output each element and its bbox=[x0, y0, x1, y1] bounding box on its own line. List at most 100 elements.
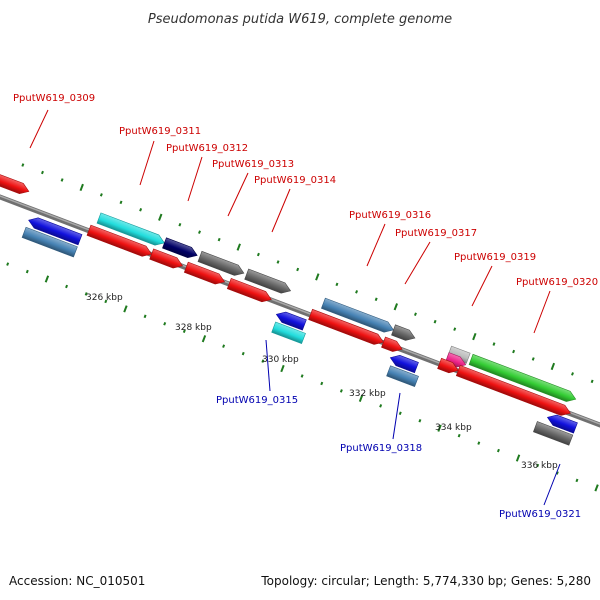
gene-label[interactable]: PputW619_0311 bbox=[119, 126, 201, 137]
tick-mark-upper bbox=[79, 183, 84, 192]
gene-feature bbox=[86, 224, 153, 257]
gene-label[interactable]: PputW619_0317 bbox=[395, 228, 477, 239]
gene-arrow bbox=[468, 353, 577, 402]
gene-label-leader bbox=[227, 172, 249, 217]
gene-feature bbox=[96, 212, 165, 246]
gene-feature bbox=[0, 173, 30, 194]
gene-arrow bbox=[437, 357, 459, 374]
gene-label[interactable]: PputW619_0318 bbox=[340, 443, 422, 454]
gene-label[interactable]: PputW619_0316 bbox=[349, 210, 431, 221]
gene-label[interactable]: PputW619_0321 bbox=[499, 509, 581, 520]
tick-mark-upper bbox=[453, 327, 457, 331]
tick-mark-lower bbox=[65, 284, 69, 289]
tick-mark-lower bbox=[437, 424, 442, 432]
tick-mark-lower bbox=[280, 364, 285, 373]
gene-arrow bbox=[96, 212, 165, 246]
tick-mark-upper bbox=[433, 319, 437, 324]
gene-arrow bbox=[389, 355, 419, 374]
gene-arrow bbox=[275, 311, 307, 331]
gene-label[interactable]: PputW619_0309 bbox=[13, 93, 95, 104]
tick-mark-lower bbox=[300, 374, 304, 378]
gene-label-leader bbox=[265, 339, 271, 392]
gene-labels: PputW619_0309PputW619_0311PputW619_0312P… bbox=[13, 93, 598, 520]
tick-mark-lower bbox=[575, 478, 579, 483]
tick-mark-lower bbox=[143, 314, 147, 319]
tick-mark-upper bbox=[99, 193, 103, 197]
tick-mark-lower bbox=[182, 329, 186, 333]
gene-arrow bbox=[308, 308, 384, 345]
gene-arrow bbox=[321, 297, 394, 333]
tick-mark-lower bbox=[25, 269, 29, 274]
gene-feature bbox=[391, 324, 416, 341]
gene-feature bbox=[546, 414, 578, 434]
scale-label: 328 kbp bbox=[175, 323, 212, 333]
scale-label: 336 kbp bbox=[521, 461, 558, 471]
scale-label: 326 kbp bbox=[86, 293, 123, 303]
gene-label[interactable]: PputW619_0312 bbox=[166, 143, 248, 154]
tick-mark-upper bbox=[256, 252, 260, 257]
gene-label[interactable]: PputW619_0320 bbox=[516, 277, 598, 288]
gene-label-leader bbox=[533, 290, 551, 334]
tick-mark-lower bbox=[358, 394, 364, 402]
tick-mark-upper bbox=[550, 362, 556, 371]
gene-arrow bbox=[381, 336, 403, 352]
tick-mark-upper bbox=[472, 332, 477, 341]
tick-mark-upper bbox=[178, 222, 182, 227]
gene-arrow bbox=[21, 226, 78, 258]
gene-arrow bbox=[28, 217, 83, 246]
tick-mark-lower bbox=[123, 305, 128, 313]
tick-mark-upper bbox=[512, 349, 516, 354]
gene-feature bbox=[275, 311, 307, 331]
tick-mark-lower bbox=[398, 411, 402, 416]
tick-mark-upper bbox=[531, 357, 535, 361]
gene-arrow bbox=[86, 224, 153, 257]
genome-summary-text: Topology: circular; Length: 5,774,330 bp… bbox=[261, 574, 591, 588]
gene-label-leader bbox=[392, 392, 401, 440]
gene-label-leader bbox=[139, 140, 155, 186]
gene-feature bbox=[21, 226, 78, 258]
tick-mark-lower bbox=[320, 381, 324, 386]
gene-arrow bbox=[271, 321, 306, 345]
tick-mark-upper bbox=[236, 243, 241, 251]
tick-mark-upper bbox=[198, 230, 201, 234]
tick-mark-lower bbox=[418, 418, 422, 423]
gene-feature bbox=[381, 336, 403, 352]
tick-mark-upper bbox=[355, 290, 359, 294]
gene-feature bbox=[386, 365, 419, 388]
accession-text: Accession: NC_010501 bbox=[9, 574, 146, 588]
scale-label: 332 kbp bbox=[349, 389, 386, 399]
tick-mark-upper bbox=[571, 372, 574, 376]
gene-label[interactable]: PputW619_0314 bbox=[254, 175, 336, 186]
gene-arrow bbox=[197, 250, 245, 276]
tick-mark-upper bbox=[492, 342, 496, 346]
gene-label-leader bbox=[271, 188, 291, 233]
gene-label-leader bbox=[187, 156, 203, 202]
gene-arrow bbox=[149, 248, 183, 269]
tick-mark-lower bbox=[457, 433, 461, 438]
tick-mark-upper bbox=[315, 273, 320, 281]
gene-feature bbox=[321, 297, 394, 333]
tick-mark-lower bbox=[104, 299, 108, 304]
gene-feature bbox=[308, 308, 384, 345]
tick-mark-upper bbox=[296, 267, 300, 272]
tick-mark-upper bbox=[590, 379, 594, 384]
gene-arrow bbox=[0, 173, 30, 194]
tick-mark-upper bbox=[335, 282, 339, 287]
gene-label[interactable]: PputW619_0319 bbox=[454, 252, 536, 263]
gene-feature bbox=[197, 250, 245, 276]
gene-feature bbox=[533, 421, 574, 446]
tick-mark-upper bbox=[413, 312, 417, 316]
gene-arrow bbox=[546, 414, 578, 434]
gene-arrow bbox=[391, 324, 416, 341]
gene-label-leader bbox=[543, 463, 561, 506]
gene-label[interactable]: PputW619_0313 bbox=[212, 159, 294, 170]
gene-label[interactable]: PputW619_0315 bbox=[216, 395, 298, 406]
tick-mark-lower bbox=[261, 359, 265, 363]
gene-feature bbox=[149, 248, 183, 269]
gene-feature bbox=[226, 278, 272, 303]
tick-mark-upper bbox=[276, 260, 280, 264]
tick-mark-lower bbox=[6, 262, 10, 266]
tick-mark-lower bbox=[477, 441, 481, 445]
